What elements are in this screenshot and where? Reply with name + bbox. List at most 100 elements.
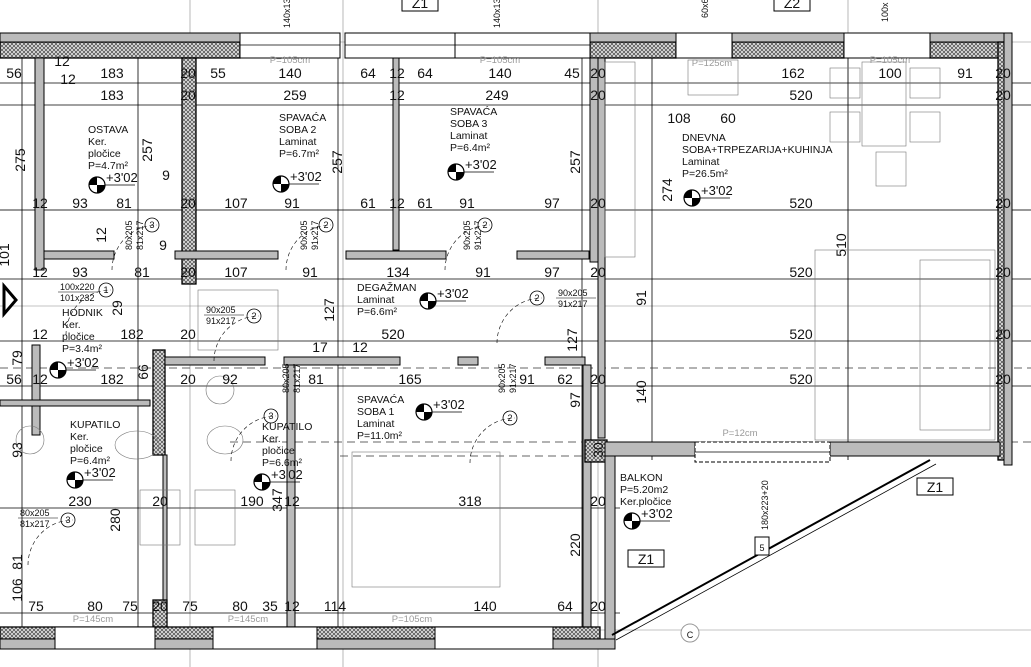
room-detail: Laminat xyxy=(682,156,719,168)
dimension-label: 183 xyxy=(100,65,124,81)
dimension-label: 108 xyxy=(667,110,691,126)
door-swing-arc[interactable] xyxy=(65,289,112,336)
dimension-label: 520 xyxy=(789,87,813,103)
window-size-label: 140x13 xyxy=(282,0,292,28)
room-name: HODNIK xyxy=(62,307,103,319)
door-swing-arc[interactable] xyxy=(213,315,260,362)
dimension-label: 64 xyxy=(360,65,376,81)
door-swing-arc[interactable] xyxy=(27,519,74,566)
door-size-label: 80x205 xyxy=(281,363,291,393)
door-frame-label: 81x217 xyxy=(135,220,145,250)
dimension-label: 20 xyxy=(995,326,1011,342)
dimension-label: 91 xyxy=(633,290,649,306)
elevation-marker-fill xyxy=(684,190,700,206)
dimension-label: 12 xyxy=(32,264,48,280)
door-frame-label: 81x217 xyxy=(20,519,50,529)
dimension-label: 20 xyxy=(180,65,196,81)
door-swing-arc[interactable] xyxy=(285,224,332,271)
dimension-label: 81 xyxy=(134,264,150,280)
dimension-label: 20 xyxy=(995,264,1011,280)
dimension-label: 318 xyxy=(458,493,482,509)
dimension-label: 20 xyxy=(995,87,1011,103)
dimension-label: 81 xyxy=(9,554,25,570)
section-tag-box xyxy=(916,477,954,496)
sill-height-label: P=145cm xyxy=(73,614,113,625)
dimension-label: 81 xyxy=(308,371,324,387)
dimension-label: 259 xyxy=(283,87,307,103)
elevation-label: +3'02 xyxy=(701,183,733,198)
sill-height-label: P=125cm xyxy=(692,58,732,69)
dimension-label: 9 xyxy=(159,237,167,253)
room-detail: Ker. xyxy=(262,433,281,445)
door-frame-label: 91x217 xyxy=(206,316,236,326)
dimension-label: 220 xyxy=(567,533,583,557)
door-size-label: 90x205 xyxy=(497,363,507,393)
room-detail: Ker. xyxy=(70,431,89,443)
dimension-label: 12 xyxy=(284,493,300,509)
dimension-label: 165 xyxy=(398,371,422,387)
room-detail: Laminat xyxy=(279,136,316,148)
dimension-label: 20 xyxy=(590,87,606,103)
room-detail: P=6.7m² xyxy=(279,148,319,160)
dimension-label: 190 xyxy=(240,493,264,509)
dimension-label: 114 xyxy=(324,598,347,614)
room-detail: Laminat xyxy=(357,294,394,306)
door-swing-arc[interactable] xyxy=(444,224,491,271)
section-tag-box xyxy=(401,0,439,12)
elevation-marker-fill xyxy=(624,513,640,529)
door-size-label: 80x205 xyxy=(124,220,134,250)
dimension-label: 20 xyxy=(152,598,168,614)
dimension-label: 127 xyxy=(321,298,337,322)
dimension-label: 347 xyxy=(269,488,285,512)
elevation-label: +3'02 xyxy=(465,157,497,172)
room-detail: P=11.0m² xyxy=(357,430,403,442)
room-detail: P=6.4m² xyxy=(450,142,490,154)
dimension-label: 80 xyxy=(232,598,248,614)
dimension-label: 91 xyxy=(519,371,535,387)
door-size-label: 90x205 xyxy=(299,220,309,250)
dimension-label: 75 xyxy=(182,598,198,614)
dimension-label: 92 xyxy=(222,371,238,387)
dimension-label: 20 xyxy=(180,371,196,387)
sill-height-label: P=105cm xyxy=(270,55,310,66)
door-swing-arc[interactable] xyxy=(496,297,543,344)
elevation-label: +3'02 xyxy=(106,170,138,185)
tag-label: Z1 xyxy=(927,479,944,495)
tag-label: C xyxy=(687,630,694,640)
dimension-label: 75 xyxy=(122,598,138,614)
sill-height-label: P=145cm xyxy=(228,614,268,625)
dimension-label: 249 xyxy=(485,87,509,103)
windows[interactable] xyxy=(54,32,931,650)
tag-label: Z1 xyxy=(638,551,655,567)
room-detail: Ker. xyxy=(62,319,81,331)
dimension-label: 520 xyxy=(789,264,813,280)
dimension-label: 182 xyxy=(100,371,124,387)
room-detail: P=4.7m² xyxy=(88,160,128,172)
door-swing-arc[interactable] xyxy=(469,417,516,464)
dimension-label: 12 xyxy=(93,227,109,243)
elevation-label: +3'02 xyxy=(290,169,322,184)
room-detail: P=5.20m2 xyxy=(620,484,668,496)
dimension-label: 45 xyxy=(564,65,580,81)
dimension-label: 12 xyxy=(60,71,76,87)
elevation-label: +3'02 xyxy=(84,465,116,480)
door-swing-arc[interactable] xyxy=(230,415,277,462)
dimension-label: 520 xyxy=(789,195,813,211)
door-swing-arc[interactable] xyxy=(111,224,158,271)
dimension-label: 9 xyxy=(162,167,170,183)
elevation-marker-fill xyxy=(67,472,83,488)
room-detail: SOBA+TRPEZARIJA+KUHINJA xyxy=(682,144,833,156)
dimension-label: 274 xyxy=(659,178,675,202)
room-detail: pločice xyxy=(88,148,121,160)
room-name: SPAVAĆA xyxy=(279,111,326,124)
door-size-label: 100x220 xyxy=(60,282,95,292)
dimension-label: 30 xyxy=(590,442,606,458)
dimension-label: 20 xyxy=(590,195,606,211)
dimension-label: 12 xyxy=(389,87,405,103)
elevation-marker-fill xyxy=(50,362,66,378)
dimension-label: 56 xyxy=(6,371,22,387)
sill-height-label: P=105cm xyxy=(480,55,520,66)
room-detail: Laminat xyxy=(450,130,487,142)
